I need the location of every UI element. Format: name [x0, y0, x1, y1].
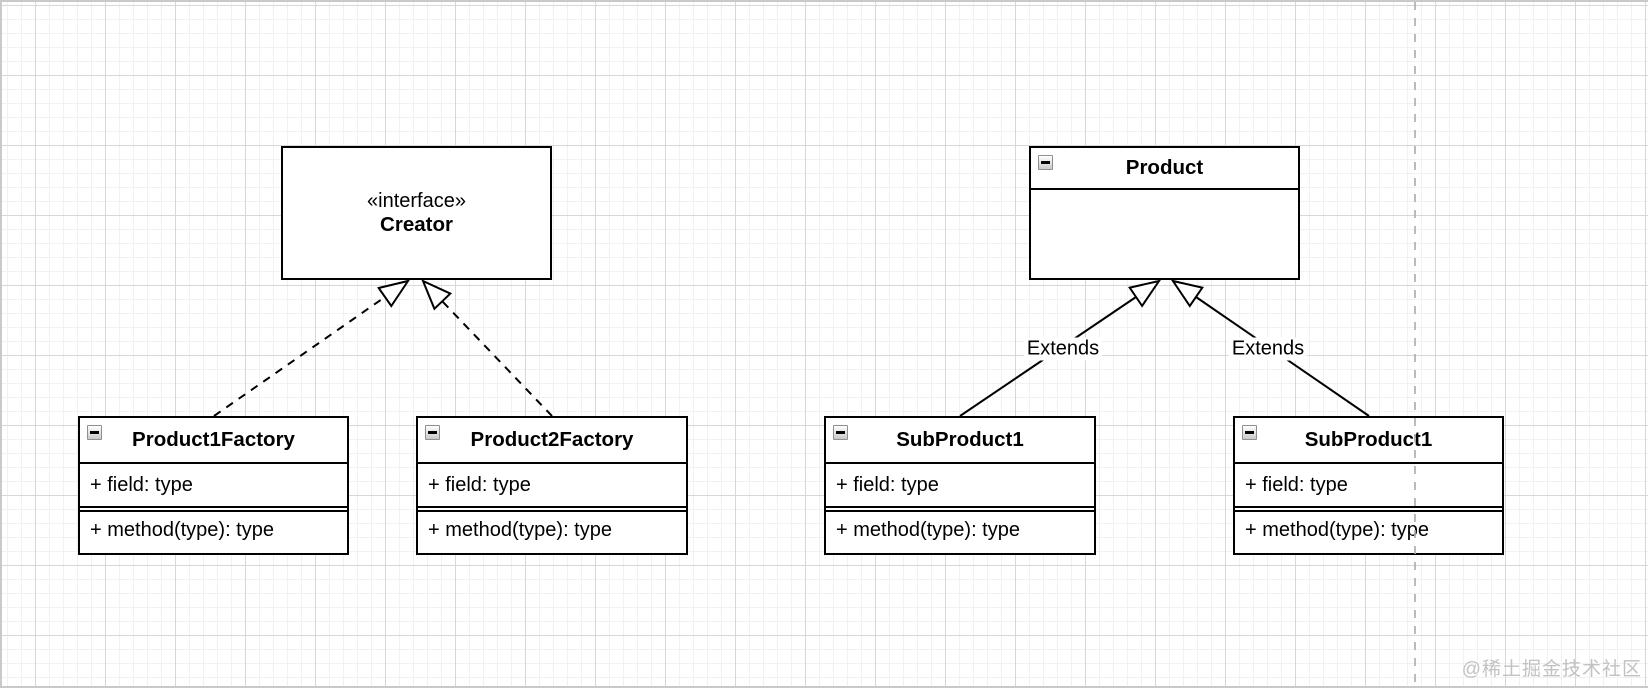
extends-arrowhead-right[interactable]: [1170, 279, 1204, 308]
section-divider: [826, 506, 1094, 512]
class-field-row[interactable]: + field: type: [1235, 462, 1502, 506]
class-box-product1factory[interactable]: Product1Factory + field: type + method(t…: [78, 416, 349, 555]
section-divider: [80, 506, 347, 512]
field-text: + field: type: [428, 473, 531, 496]
minus-glyph: [1245, 431, 1254, 434]
minus-glyph: [1041, 161, 1050, 164]
method-text: + method(type): type: [428, 519, 612, 541]
realization-edge-product1factory[interactable]: [213, 296, 386, 417]
watermark-text: @稀土掘金技术社区: [1461, 659, 1642, 680]
extends-label-right[interactable]: Extends: [1228, 337, 1308, 361]
interface-stereotype: «interface»: [367, 190, 466, 212]
class-title-row: Product1Factory: [80, 418, 347, 462]
class-title-row: Product: [1031, 148, 1298, 190]
class-field-row[interactable]: + field: type: [826, 462, 1094, 506]
section-divider: [418, 506, 686, 512]
class-method-row[interactable]: + method(type): type: [418, 512, 686, 549]
method-text: + method(type): type: [1245, 519, 1429, 541]
field-text: + field: type: [1245, 473, 1348, 496]
class-title-row: SubProduct1: [1235, 418, 1502, 462]
class-method-row[interactable]: + method(type): type: [80, 512, 347, 549]
class-title: Product1Factory: [132, 428, 295, 451]
class-title: Product: [1125, 156, 1204, 179]
minus-icon[interactable]: [87, 425, 102, 440]
extends-arrowhead-left[interactable]: [1128, 279, 1162, 308]
method-text: + method(type): type: [836, 519, 1020, 541]
class-box-subproduct1-right[interactable]: SubProduct1 + field: type + method(type)…: [1233, 416, 1504, 555]
class-title-row: SubProduct1: [826, 418, 1094, 462]
interface-creator-box[interactable]: «interface» Creator: [281, 146, 552, 280]
field-text: + field: type: [836, 473, 939, 496]
class-method-row[interactable]: + method(type): type: [1235, 512, 1502, 549]
minus-icon[interactable]: [1038, 155, 1053, 170]
realization-edge-product2factory[interactable]: [441, 300, 553, 417]
class-method-row[interactable]: + method(type): type: [826, 512, 1094, 549]
class-field-row[interactable]: + field: type: [80, 462, 347, 506]
class-title: SubProduct1: [896, 428, 1024, 451]
class-title: Product2Factory: [470, 428, 634, 451]
interface-name: Creator: [380, 213, 453, 236]
minus-glyph: [428, 431, 437, 434]
minus-icon[interactable]: [425, 425, 440, 440]
class-empty-body: [1031, 190, 1298, 276]
realization-arrowhead-left[interactable]: [377, 279, 411, 308]
class-box-product[interactable]: Product: [1029, 146, 1300, 280]
method-text: + method(type): type: [90, 519, 274, 541]
class-title-row: Product2Factory: [418, 418, 686, 462]
section-divider: [1235, 506, 1502, 512]
minus-glyph: [90, 431, 99, 434]
extends-label-left[interactable]: Extends: [1023, 337, 1103, 361]
realization-arrowhead-right[interactable]: [421, 279, 453, 311]
minus-icon[interactable]: [833, 425, 848, 440]
minus-icon[interactable]: [1242, 425, 1257, 440]
class-field-row[interactable]: + field: type: [418, 462, 686, 506]
minus-glyph: [836, 431, 845, 434]
class-box-product2factory[interactable]: Product2Factory + field: type + method(t…: [416, 416, 688, 555]
class-title: SubProduct1: [1304, 428, 1433, 451]
field-text: + field: type: [90, 473, 193, 496]
class-box-subproduct1-left[interactable]: SubProduct1 + field: type + method(type)…: [824, 416, 1096, 555]
